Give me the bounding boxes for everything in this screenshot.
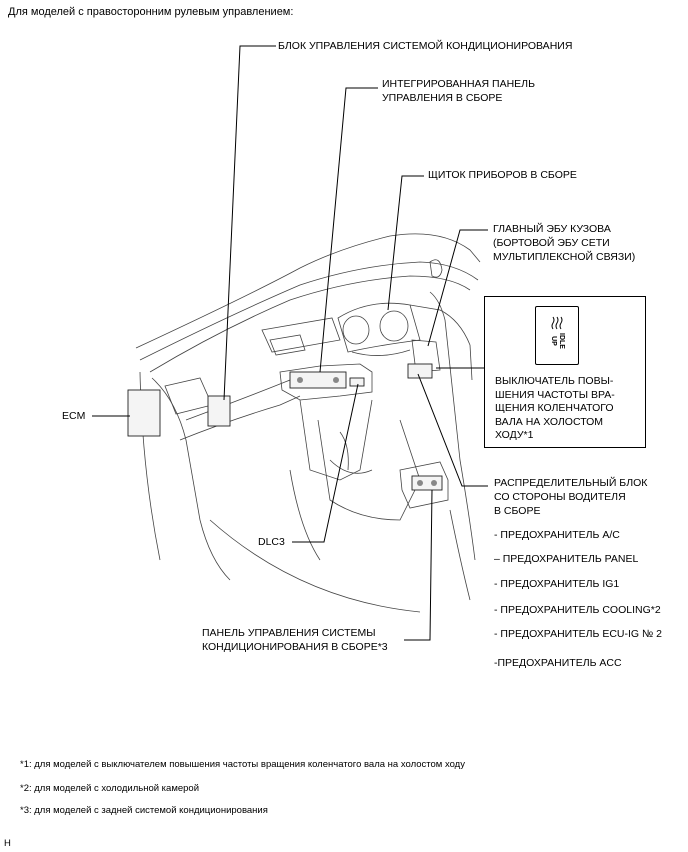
right-panel — [411, 339, 441, 373]
footnote: *3: для моделей с задней системой кондиц… — [20, 805, 268, 816]
label-ac-control-unit: БЛОК УПРАВЛЕНИЯ СИСТЕМОЙ КОНДИЦИОНИРОВАН… — [278, 40, 573, 52]
upper-panel-2 — [269, 334, 306, 356]
leader-dlc3 — [292, 383, 359, 543]
center-stack — [279, 363, 373, 401]
gauge-right — [379, 310, 409, 342]
cluster-hood — [337, 302, 421, 353]
idle-up-callout: IDLE UP ВЫКЛЮЧАТЕЛЬ ПОВЫ- ШЕНИЯ ЧАСТОТЫ … — [484, 296, 646, 448]
console — [317, 419, 421, 521]
leader-rear-ac — [404, 489, 433, 641]
idle-up-switch-text: IDLE UP — [550, 333, 565, 349]
upper-panel — [261, 317, 341, 353]
shifter — [339, 431, 349, 471]
seat-right — [449, 509, 471, 601]
label-ecm: ECM — [62, 410, 86, 422]
fuse-item: - ПРЕДОХРАНИТЕЛЬ ECU-IG № 2 — [494, 628, 663, 640]
dashboard-top-edge-2 — [139, 261, 479, 361]
dashboard-top-edge — [149, 275, 471, 373]
glovebox-area — [164, 377, 213, 415]
right-door — [429, 291, 476, 561]
leader-body-ecu — [427, 229, 488, 347]
ecm-block — [127, 389, 161, 437]
leader-instrument-cluster — [387, 175, 424, 311]
leader-ac-control-unit — [223, 45, 276, 401]
footnote: *1: для моделей с выключателем повышения… — [20, 759, 465, 770]
idle-up-label: ВЫКЛЮЧАТЕЛЬ ПОВЫ- ШЕНИЯ ЧАСТОТЫ ВРА- ЩЕН… — [495, 375, 615, 441]
shifter-base — [329, 459, 373, 474]
label-instrument-cluster: ЩИТОК ПРИБОРОВ В СБОРЕ — [428, 169, 577, 181]
idle-up-icon — [551, 316, 563, 330]
footnote: *2: для моделей с холодильной камерой — [20, 783, 200, 794]
fuse-item: - ПРЕДОХРАНИТЕЛЬ A/C — [494, 529, 620, 541]
rear-ac-panel-block — [411, 475, 443, 491]
fuse-item: – ПРЕДОХРАНИТЕЛЬ PANEL — [494, 553, 639, 565]
fuse-item: -ПРЕДОХРАНИТЕЛЬ ACC — [494, 657, 622, 669]
leader-junction-block — [417, 373, 488, 487]
label-rear-ac-panel: ПАНЕЛЬ УПРАВЛЕНИЯ СИСТЕМЫ КОНДИЦИОНИРОВА… — [202, 627, 388, 653]
center-stack-lower — [299, 399, 373, 481]
left-door — [151, 377, 231, 581]
fuse-item: - ПРЕДОХРАНИТЕЛЬ COOLING*2 — [494, 604, 661, 616]
corner-mark: H — [4, 838, 11, 849]
leader-integrated-panel — [319, 87, 378, 373]
right-dash — [409, 304, 473, 381]
label-integrated-panel: ИНТЕГРИРОВАННАЯ ПАНЕЛЬ УПРАВЛЕНИЯ В СБОР… — [382, 78, 535, 104]
rear-console — [399, 461, 449, 509]
integrated-panel-block — [289, 371, 347, 389]
dash-lower — [185, 371, 301, 421]
mirror — [429, 259, 443, 278]
seat-left — [289, 469, 321, 561]
label-dlc3: DLC3 — [258, 536, 285, 548]
label-main-body-ecu: ГЛАВНЫЙ ЭБУ КУЗОВА (БОРТОВОЙ ЭБУ СЕТИ МУ… — [493, 223, 636, 263]
gauge-left — [342, 315, 370, 345]
fuse-item: - ПРЕДОХРАНИТЕЛЬ IG1 — [494, 578, 620, 590]
junction-block — [407, 363, 433, 379]
windshield-outline — [135, 233, 481, 349]
steering-column — [351, 349, 411, 356]
floor — [209, 519, 421, 613]
ac-control-unit-block — [207, 395, 231, 427]
header: Для моделей с правосторонним рулевым упр… — [8, 6, 294, 18]
label-junction-block: РАСПРЕДЕЛИТЕЛЬНЫЙ БЛОК СО СТОРОНЫ ВОДИТЕ… — [494, 477, 648, 517]
dlc3-block — [349, 377, 365, 387]
glovebox-lower — [179, 395, 301, 441]
idle-up-switch: IDLE UP — [535, 306, 579, 365]
